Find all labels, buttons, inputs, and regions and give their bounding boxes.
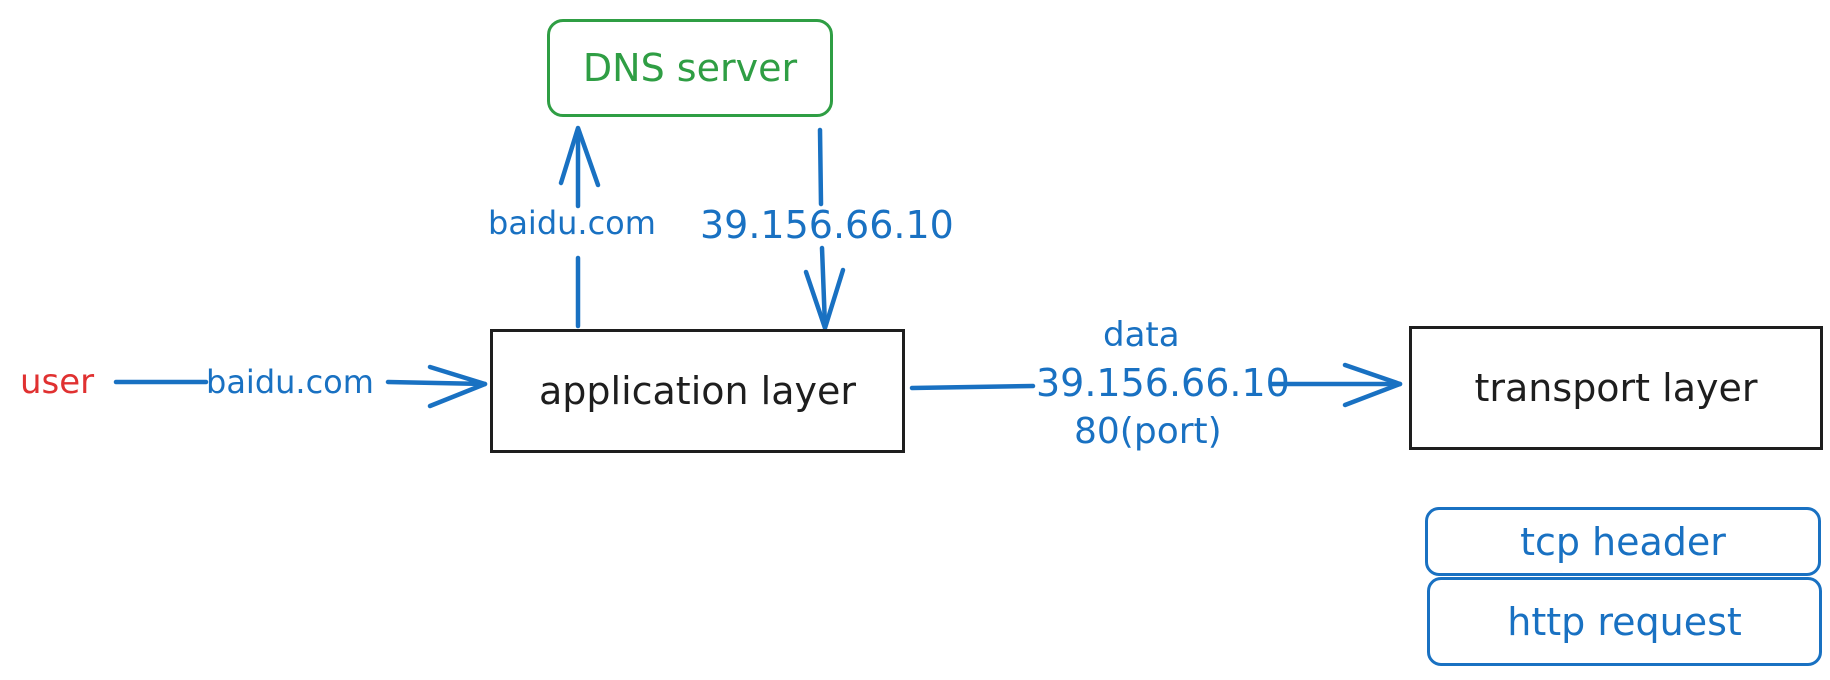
application-layer-node: application layer: [490, 329, 905, 453]
user-to-app-arrow-head: [427, 364, 488, 409]
http-request-label: http request: [1507, 599, 1742, 644]
tcp-header-node: tcp header: [1425, 507, 1821, 576]
app-to-transport-arrow-line: [909, 383, 1036, 391]
dns-to-app-arrow-line: [817, 127, 824, 207]
application-layer-label: application layer: [538, 369, 857, 413]
tcp-header-label: tcp header: [1520, 519, 1726, 564]
user-domain-label: baidu.com: [206, 363, 374, 401]
user-to-app-arrow-line-2: [385, 379, 488, 387]
transport-port-label: 80(port): [1074, 411, 1222, 452]
app-to-transport-arrow-head: [1342, 362, 1403, 408]
transport-data-label: data: [1103, 315, 1180, 355]
user-label: user: [20, 362, 95, 402]
dns-to-app-arrow-line-2: [819, 245, 828, 329]
transport-layer-label: transport layer: [1474, 366, 1758, 410]
dns-to-app-arrow-head: [803, 267, 846, 331]
dns-server-node: DNS server: [547, 19, 833, 117]
dns-query-domain-label: baidu.com: [488, 204, 656, 242]
dns-reply-ip-label: 39.156.66.10: [700, 203, 954, 247]
transport-ip-label: 39.156.66.10: [1036, 361, 1290, 405]
app-to-dns-arrow-head: [558, 125, 601, 188]
http-request-node: http request: [1427, 577, 1822, 666]
transport-layer-node: transport layer: [1409, 326, 1823, 450]
dns-server-label: DNS server: [582, 46, 798, 90]
